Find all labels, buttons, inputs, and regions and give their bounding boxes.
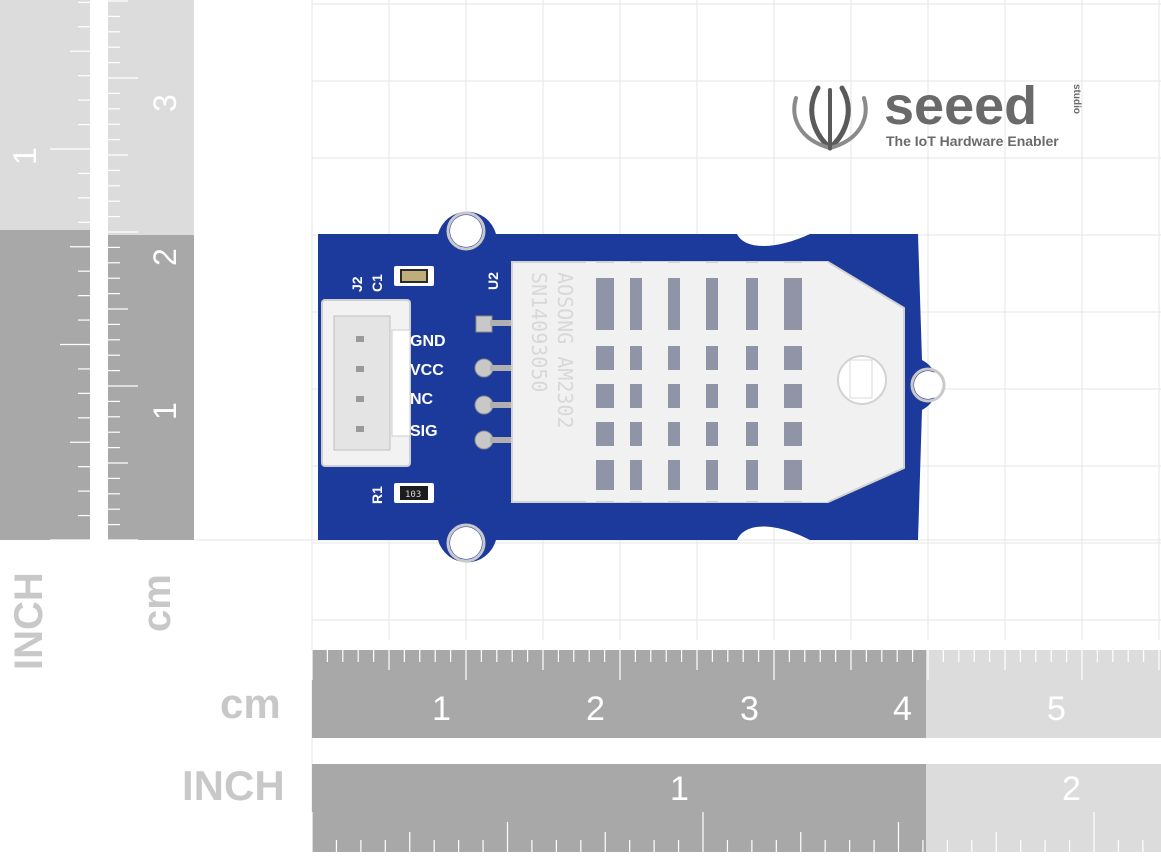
sensor-marking-line1: AOSONG AM2302 (553, 272, 577, 429)
grove-connector (321, 299, 411, 467)
left-inch-unit-label: INCH (7, 572, 51, 670)
left-cm-number-3: 3 (147, 94, 183, 112)
sensor-module-board: J2 C1 U2 R1 103 GND VCC NC SI (318, 211, 946, 563)
left-inch-number-1: 1 (7, 147, 43, 165)
pin-label-nc: NC (410, 391, 434, 408)
bottom-cm-unit-label: cm (220, 680, 281, 727)
resistor-r1: 103 (394, 483, 434, 503)
silk-j2: J2 (349, 276, 365, 292)
sensor-post (837, 355, 887, 405)
bottom-cm-number-2: 2 (586, 690, 605, 728)
sensor-marking-line2: SN14093050 (527, 272, 551, 392)
resistor-code: 103 (405, 490, 421, 500)
left-cm-number-1: 1 (147, 402, 183, 420)
bottom-cm-number-1: 1 (432, 690, 451, 728)
seeed-logo: seeed studio The IoT Hardware Enabler (792, 76, 1082, 151)
bottom-cm-number-4: 4 (893, 690, 912, 728)
mount-hole-right (914, 371, 942, 399)
seeed-flower-mark (792, 85, 868, 151)
bottom-inch-number-2: 2 (1062, 770, 1081, 808)
mount-hole-bottom (450, 527, 482, 559)
bottom-cm-number-5: 5 (1047, 690, 1066, 728)
pin-label-sig: SIG (410, 423, 438, 440)
bottom-inch-ruler: 1 2 (311, 764, 1161, 852)
seeed-tagline: The IoT Hardware Enabler (886, 133, 1059, 149)
am2302-sensor: AOSONG AM2302 SN14093050 (511, 261, 905, 503)
seeed-studio-label: studio (1071, 84, 1082, 114)
bottom-cm-ruler: 1 2 3 4 5 (311, 650, 1161, 738)
bottom-inch-number-1: 1 (670, 770, 689, 808)
pin-label-gnd: GND (410, 333, 446, 350)
silk-r1: R1 (369, 486, 385, 504)
sensor-leads (474, 315, 512, 450)
left-cm-ruler: 3 2 1 (108, 0, 194, 541)
silk-u2: U2 (485, 272, 501, 290)
bottom-inch-unit-label: INCH (182, 762, 285, 809)
pin-label-vcc: VCC (410, 362, 444, 379)
mount-hole-bottom-ring (446, 523, 486, 563)
mount-hole-top-ring (446, 211, 486, 251)
bottom-cm-number-3: 3 (740, 690, 759, 728)
seeed-wordmark: seeed (884, 76, 1037, 136)
silk-c1: C1 (369, 274, 385, 292)
left-inch-ruler: 1 (0, 0, 90, 541)
mount-hole-right-ring (910, 367, 946, 403)
left-cm-unit-label: cm (135, 574, 179, 632)
mount-hole-top (450, 215, 482, 247)
left-cm-number-2: 2 (147, 248, 183, 266)
capacitor-c1 (394, 266, 434, 286)
